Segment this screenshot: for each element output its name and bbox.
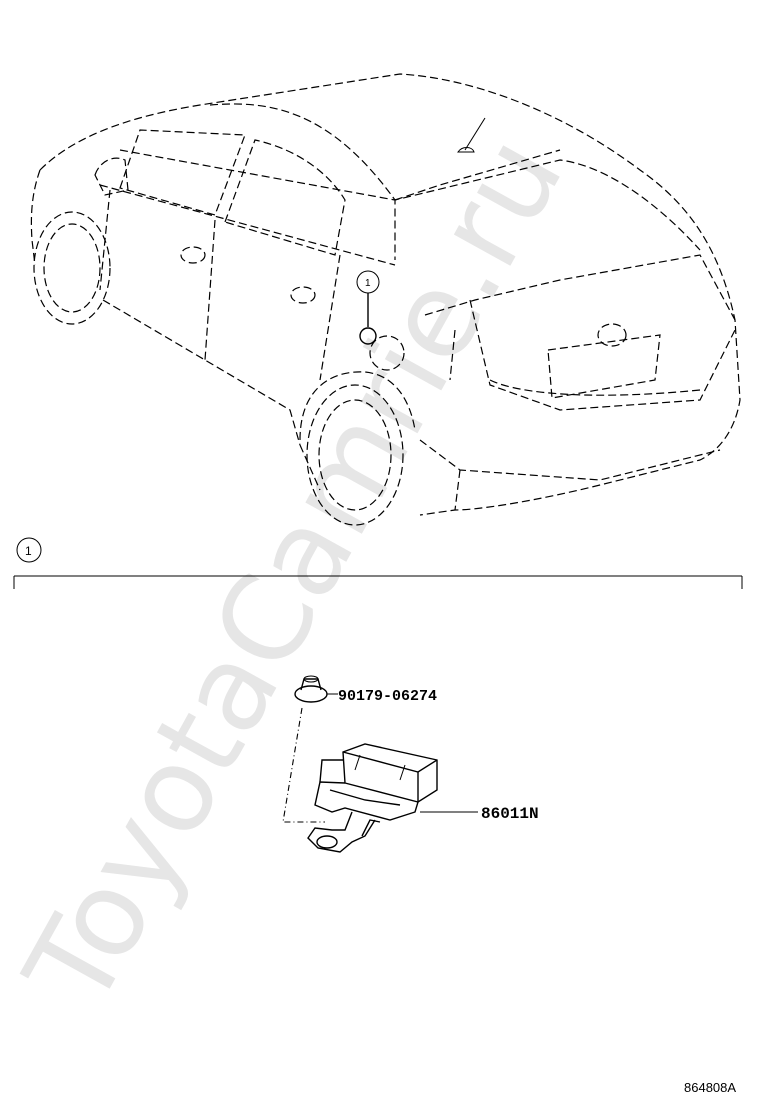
connector-module-icon [307,743,438,853]
section-callout-label: 1 [25,544,32,558]
part-number-90179-06274: 90179-06274 [338,688,437,705]
part-location-marker [359,327,377,345]
car-illustration [30,73,741,526]
section-callout-circle [16,537,42,563]
figure-code: 864808A [684,1080,736,1095]
part-number-86011N: 86011N [481,805,539,823]
car-callout-label: 1 [365,278,371,289]
installation-guide-line [282,707,325,823]
watermark-text: ToyotaCamrie.ru [0,114,589,1029]
section-bracket-line [13,575,743,589]
